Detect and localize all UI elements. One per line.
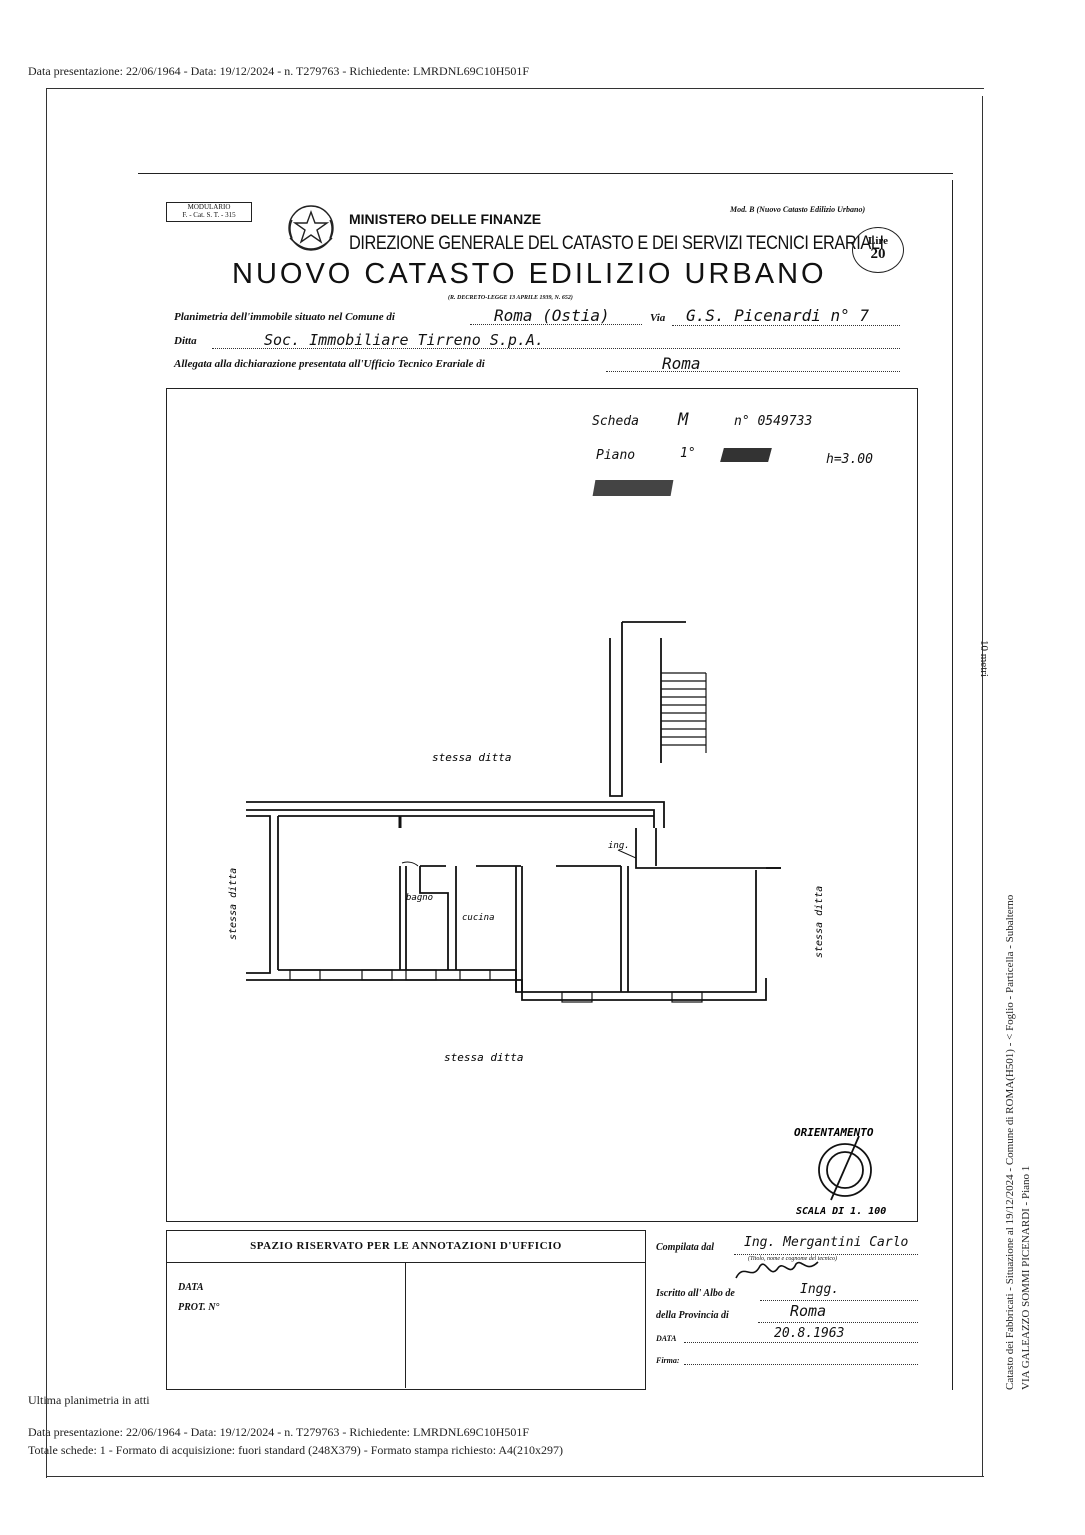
metri-note: 10 metri — [978, 640, 990, 677]
modulario-title: MODULARIO — [187, 203, 231, 211]
spazio-label: SPAZIO RISERVATO PER LE ANNOTAZIONI D'UF… — [250, 1240, 562, 1252]
firma-label: Firma: — [656, 1356, 680, 1365]
compass-needle — [830, 1135, 860, 1201]
header-meta: Data presentazione: 22/06/1964 - Data: 1… — [28, 64, 530, 78]
label-stessa-ditta-right: stessa ditta — [814, 886, 825, 958]
data2-value: 20.8.1963 — [774, 1326, 845, 1341]
left-wall — [246, 815, 271, 974]
annotations-box — [166, 1230, 646, 1390]
scan-border-left — [46, 88, 47, 1478]
via-note: VIA GALEAZZO SOMMI PICENARDI - Piano 1 — [1020, 1165, 1032, 1390]
compass-inner — [826, 1151, 864, 1189]
compass-outer — [818, 1143, 872, 1197]
via-line — [672, 325, 900, 326]
data2-label: DATA — [656, 1334, 677, 1343]
allegata-label: Allegata alla dichiarazione presentata a… — [174, 358, 485, 370]
label-cucina: cucina — [462, 913, 495, 923]
compilata-line — [734, 1254, 918, 1255]
piano-value: 1° — [680, 446, 696, 461]
signature-icon — [735, 1261, 819, 1279]
plan-frame — [166, 388, 918, 1222]
via-label: Via — [650, 312, 666, 324]
scan-border-right — [982, 96, 983, 1476]
corridor-top-wall — [246, 801, 665, 828]
floor-plan: stessa ditta stessa ditta bagno cucina i… — [228, 621, 886, 1217]
lire-value: 20 — [870, 246, 886, 262]
ministry: MINISTERO DELLE FINANZE — [349, 211, 542, 227]
scheda-label: Scheda — [592, 414, 639, 429]
form-title: NUOVO CATASTO EDILIZIO URBANO — [232, 258, 827, 290]
label-stessa-ditta-bottom: stessa ditta — [444, 1051, 523, 1064]
lire-label: Lire — [868, 235, 888, 247]
comune-line — [470, 324, 642, 325]
label-ingresso: ing. — [608, 841, 630, 851]
scala-label: SCALA DI 1. 100 — [796, 1206, 886, 1217]
catasto-note: Catasto dei Fabbricati - Situazione al 1… — [1004, 894, 1016, 1390]
direction: DIREZIONE GENERALE DEL CATASTO E DEI SER… — [349, 233, 884, 254]
republic-emblem-icon — [288, 205, 334, 251]
mod-label: Mod. B (Nuovo Catasto Edilizio Urbano) — [730, 205, 866, 214]
orientamento-label: ORIENTAMENTO — [794, 1126, 874, 1139]
sheet-top-line — [138, 173, 953, 174]
iscritto-label: Iscritto all' Albo de — [656, 1288, 735, 1299]
compilata-sub: (Titolo, nome e cognome del tecnico) — [748, 1256, 837, 1262]
ultima-planimetria: Ultima planimetria in atti — [28, 1393, 150, 1407]
data-label: DATA — [178, 1282, 204, 1293]
ditta-line — [212, 348, 900, 349]
ditta-label: Ditta — [174, 335, 197, 347]
allegata-line — [606, 371, 900, 372]
windows — [289, 969, 703, 1003]
firma-line — [684, 1364, 918, 1365]
comune-value: Roma (Ostia) — [494, 306, 610, 325]
allegata-value: Roma — [662, 354, 701, 373]
label-bagno: bagno — [406, 893, 433, 903]
provincia-value: Roma — [790, 1302, 827, 1320]
modulario-box: MODULARIO F. - Cat. S. T. - 315 — [166, 202, 252, 222]
prot-label: PROT. N° — [178, 1302, 220, 1313]
partition-bagno — [419, 866, 449, 970]
bottom-meta-line1: Data presentazione: 22/06/1964 - Data: 1… — [28, 1425, 530, 1439]
provincia-line — [758, 1322, 918, 1323]
modulario-code: F. - Cat. S. T. - 315 — [182, 211, 236, 219]
scheda-number: n° 0549733 — [734, 414, 813, 429]
data2-line — [684, 1342, 918, 1343]
height-note: h=3.00 — [826, 452, 873, 467]
scheda-letter: M — [678, 410, 689, 430]
stair-treads — [661, 672, 707, 753]
via-value: G.S. Picenardi n° 7 — [686, 306, 870, 325]
iscritto-value: Ingg. — [800, 1282, 840, 1297]
decree: (R. DECRETO-LEGGE 13 APRILE 1939, N. 652… — [448, 295, 573, 301]
compilata-value: Ing. Mergantini Carlo — [744, 1235, 909, 1250]
lire-stamp: Lire 20 — [852, 227, 904, 273]
ditta-value: Soc. Immobiliare Tirreno S.p.A. — [264, 331, 544, 349]
label-stessa-ditta-top: stessa ditta — [432, 751, 511, 764]
iscritto-line — [760, 1300, 918, 1301]
label-stessa-ditta-left: stessa ditta — [228, 868, 239, 940]
planimetria-label: Planimetria dell'immobile situato nel Co… — [174, 311, 395, 323]
scan-border-bottom — [46, 1476, 984, 1477]
bottom-wall — [246, 978, 767, 1001]
piano-label: Piano — [596, 448, 636, 463]
annotations-col-divider — [405, 1262, 406, 1388]
compilata-label: Compilata dal — [656, 1242, 715, 1253]
sheet-right-line — [952, 180, 953, 1390]
provincia-label: della Provincia di — [656, 1310, 729, 1321]
annotations-divider — [166, 1262, 646, 1263]
bottom-meta-line2: Totale schede: 1 - Formato di acquisizio… — [28, 1443, 564, 1457]
scan-border-top — [46, 88, 984, 89]
